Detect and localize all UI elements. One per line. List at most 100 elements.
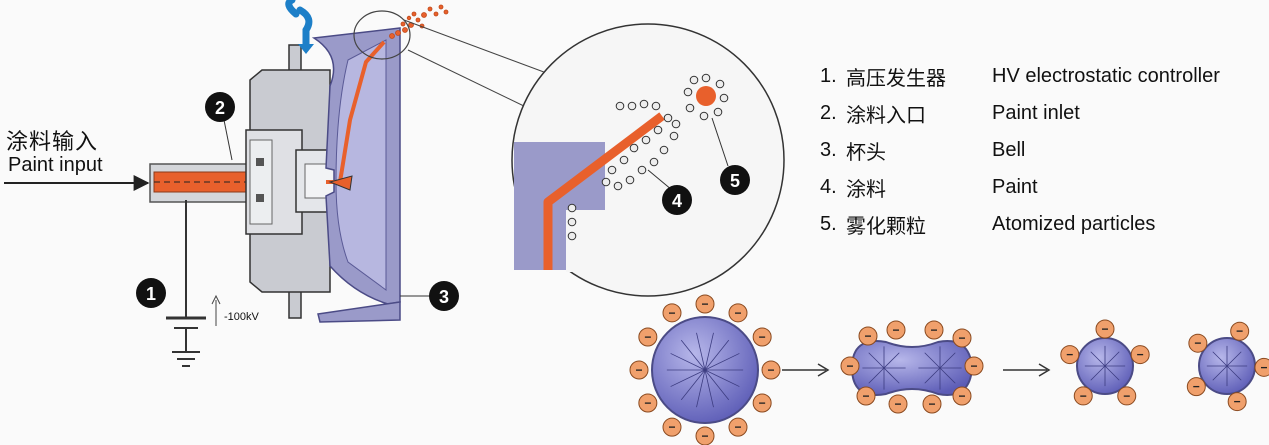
charge-label: −	[958, 389, 965, 403]
legend-zh: 涂料入口	[846, 105, 926, 127]
charge-label: −	[644, 330, 651, 344]
charge-icon	[638, 393, 658, 413]
charge-label: −	[759, 396, 766, 410]
charge-icon	[728, 303, 748, 323]
field-line	[704, 369, 714, 408]
field-line	[1212, 351, 1228, 367]
field-line	[1212, 365, 1228, 381]
charge-label: −	[930, 323, 937, 337]
field-line	[670, 369, 706, 387]
field-line	[704, 369, 740, 387]
field-line	[696, 332, 706, 371]
legend-en: Bell	[992, 139, 1026, 161]
charge-icon	[888, 394, 908, 414]
field-line	[924, 352, 941, 369]
charge-label: −	[734, 306, 741, 320]
charge-icon	[752, 393, 772, 413]
detail-atomized-particle	[647, 73, 729, 191]
legend-num: 5.	[820, 213, 837, 235]
charge-icon	[952, 386, 972, 406]
field-line	[704, 353, 740, 371]
paint-input-label-zh: 涂料输入	[6, 129, 99, 154]
field-line	[1104, 365, 1120, 381]
field-line	[670, 353, 706, 371]
charge-icon	[1230, 321, 1250, 341]
spray-particles	[389, 4, 449, 39]
legend-zh: 涂料	[846, 179, 886, 201]
charge-label: −	[970, 359, 977, 373]
legend-item: 1. 高压发生器 HV electrostatic controller	[820, 58, 1220, 95]
charge-label: −	[1194, 336, 1201, 350]
charge-icon	[662, 417, 682, 437]
charge-icon	[924, 320, 944, 340]
marker-2-label: 2	[215, 98, 225, 118]
field-line	[1090, 365, 1106, 381]
charge-icon	[1060, 345, 1080, 365]
atomizer-housing	[245, 44, 353, 319]
charge-icon	[1254, 357, 1269, 377]
charge-label: −	[701, 297, 708, 311]
charge-label: −	[635, 363, 642, 377]
charge-icon	[858, 326, 878, 346]
legend-num: 2.	[820, 102, 837, 124]
field-line	[924, 367, 941, 384]
legend-zh: 雾化颗粒	[846, 216, 926, 238]
right-arrow-head	[817, 363, 830, 377]
field-line	[939, 352, 956, 369]
marker-1: 1	[136, 278, 166, 308]
charge-label: −	[767, 363, 774, 377]
right-arrow-head	[1038, 363, 1051, 377]
marker-1-label: 1	[146, 284, 156, 304]
charge-label: −	[1260, 360, 1267, 374]
field-line	[883, 352, 900, 369]
charge-icon	[952, 328, 972, 348]
legend-item: 4. 涂料 Paint	[820, 169, 1220, 206]
charge-icon	[840, 356, 860, 376]
marker-2: 2	[205, 92, 235, 161]
charge-label: −	[1101, 322, 1108, 336]
charge-icon	[1095, 319, 1115, 339]
charge-label: −	[958, 331, 965, 345]
field-line	[868, 352, 885, 369]
charge-icon	[1186, 377, 1206, 397]
legend-zh: 杯头	[846, 142, 886, 164]
marker-5: 5	[720, 165, 750, 195]
charge-icon	[752, 327, 772, 347]
legend: 1. 高压发生器 HV electrostatic controller 2. …	[820, 58, 1220, 243]
rotation-arrow-icon	[285, 0, 314, 54]
charge-label: −	[864, 329, 871, 343]
field-line	[1104, 351, 1120, 367]
charge-icon	[1130, 345, 1150, 365]
charge-icon	[1117, 386, 1137, 406]
field-line	[1090, 351, 1106, 367]
voltage-label: -100kV	[224, 311, 259, 323]
marker-4-label: 4	[672, 191, 682, 211]
legend-en: HV electrostatic controller	[992, 65, 1220, 87]
charge-label: −	[1080, 389, 1087, 403]
charge-label: −	[892, 323, 899, 337]
field-line	[680, 339, 706, 371]
charge-icon	[695, 294, 715, 314]
field-line	[704, 339, 730, 371]
droplet-sequence: −−−−−−−−−−−−−−−−−−−−−−−−−−−−−−−−	[629, 294, 1269, 445]
field-line	[704, 332, 714, 371]
charge-label: −	[668, 420, 675, 434]
charge-label: −	[759, 330, 766, 344]
charge-label: −	[928, 397, 935, 411]
charge-icon	[1188, 333, 1208, 353]
legend-item: 5. 雾化颗粒 Atomized particles	[820, 206, 1220, 243]
charge-label: −	[894, 397, 901, 411]
hv-wire	[166, 200, 206, 352]
charge-label: −	[701, 429, 708, 443]
charge-label: −	[1234, 395, 1241, 409]
bell-cup	[311, 27, 401, 323]
paint-input-label-en: Paint input	[8, 154, 103, 176]
detail-bell-wall	[514, 112, 665, 272]
voltage-arrow	[211, 294, 221, 326]
field-line	[696, 369, 706, 408]
charge-icon	[1073, 386, 1093, 406]
charge-icon	[886, 320, 906, 340]
charge-label: −	[1137, 348, 1144, 362]
marker-4: 4	[662, 185, 692, 215]
